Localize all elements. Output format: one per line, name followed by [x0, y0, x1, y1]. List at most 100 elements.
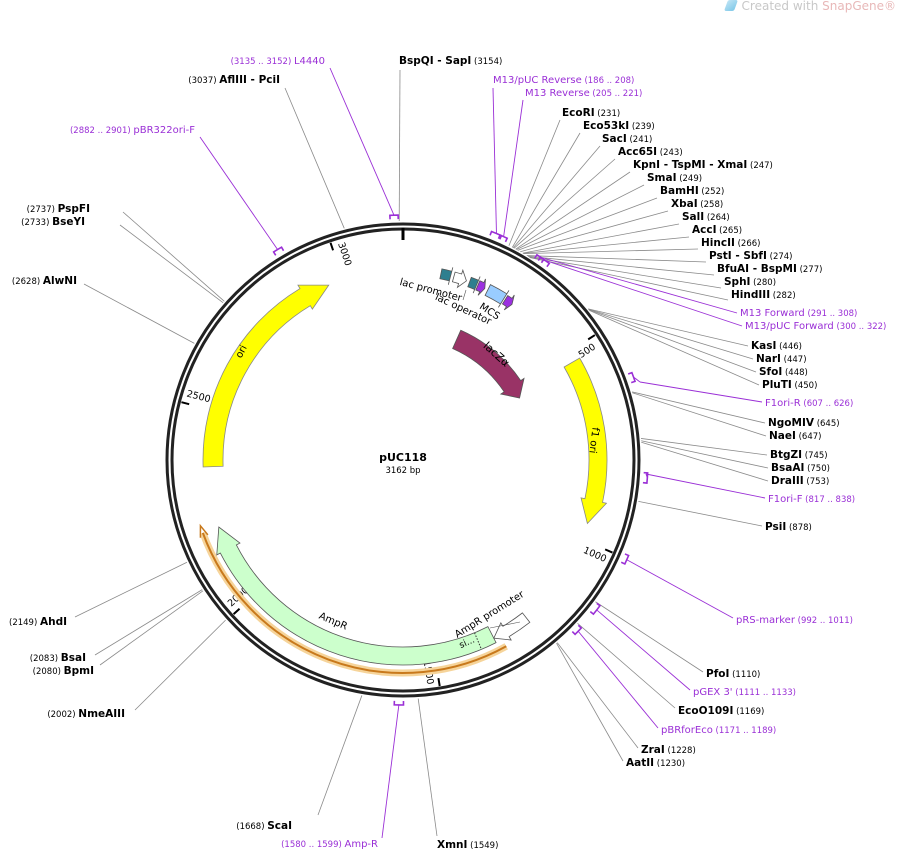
enzyme-name: XmnI [437, 839, 467, 851]
enzyme-site-label[interactable]: (2083) BsaI [30, 652, 86, 664]
enzyme-site-label[interactable]: Acc65I (243) [618, 146, 683, 158]
enzyme-site-label[interactable]: KpnI - TspMI - XmaI (247) [633, 159, 773, 171]
enzyme-position: (645) [814, 419, 840, 429]
enzyme-name: AccI [692, 224, 716, 236]
enzyme-position: (1110) [729, 670, 760, 680]
enzyme-site-label[interactable]: BfuAI - BspMI (277) [717, 263, 822, 275]
enzyme-site-leader [513, 158, 616, 249]
enzyme-site-leader [588, 309, 757, 373]
enzyme-name: SfoI [759, 366, 782, 378]
primer-name: pRS-marker [736, 615, 796, 626]
enzyme-site-label[interactable]: EcoRI (231) [562, 107, 620, 119]
primer-label[interactable]: (3135 .. 3152) L4440 [231, 56, 325, 67]
enzyme-site-label[interactable]: EcoO109I (1169) [678, 705, 764, 717]
enzyme-site-leader [589, 309, 760, 386]
enzyme-position: (878) [786, 523, 812, 533]
enzyme-position: (1230) [654, 759, 685, 769]
primer-range: (1580 .. 1599) [281, 840, 344, 850]
enzyme-site-label[interactable]: XmnI (1549) [437, 839, 498, 851]
ampr-promoter-feature [493, 612, 531, 641]
enzyme-position: (2733) [21, 218, 52, 228]
enzyme-site-label[interactable]: SmaI (249) [647, 172, 702, 184]
enzyme-site-label[interactable]: PsiI (878) [765, 521, 812, 533]
enzyme-site-leader [522, 223, 680, 254]
enzyme-site-leader [317, 695, 363, 816]
enzyme-site-label[interactable]: BspQI - SapI (3154) [399, 55, 502, 67]
enzyme-site-label[interactable]: AccI (265) [692, 224, 742, 236]
enzyme-name: Acc65I [618, 146, 657, 158]
enzyme-site-leader [523, 248, 699, 255]
primer-label[interactable]: F1ori-R (607 .. 626) [765, 398, 853, 409]
enzyme-site-label[interactable]: NarI (447) [756, 353, 807, 365]
enzyme-name: NgoMIV [768, 417, 815, 429]
primer-label[interactable]: M13/pUC Reverse (186 .. 208) [493, 75, 634, 86]
enzyme-position: (446) [776, 342, 802, 352]
enzyme-position: (450) [792, 381, 818, 391]
enzyme-site-label[interactable]: (1668) ScaI [236, 820, 292, 832]
enzyme-site-label[interactable]: (2737) PspFI [27, 203, 90, 215]
enzyme-name: BpmI [64, 665, 94, 677]
enzyme-site-label[interactable]: BtgZI (745) [770, 449, 828, 461]
enzyme-name: NmeAIII [78, 708, 125, 720]
enzyme-site-label[interactable]: PluTI (450) [762, 379, 817, 391]
enzyme-site-label[interactable]: SfoI (448) [759, 366, 808, 378]
primer-leader [199, 136, 278, 250]
primer-range: (1171 .. 1189) [713, 726, 776, 736]
primer-name: L4440 [294, 56, 325, 67]
primer-label[interactable]: M13/pUC Forward (300 .. 322) [745, 321, 886, 332]
primer-label[interactable]: M13 Forward (291 .. 308) [740, 308, 857, 319]
primer-label[interactable]: (2882 .. 2901) pBR322ori-F [70, 125, 195, 136]
enzyme-site-label[interactable]: HindIII (282) [731, 289, 796, 301]
enzyme-position: (252) [699, 187, 725, 197]
ori-feature [202, 284, 330, 468]
enzyme-site-label[interactable]: KasI (446) [751, 340, 802, 352]
enzyme-site-label[interactable]: SphI (280) [724, 276, 776, 288]
enzyme-site-label[interactable]: Eco53kI (239) [583, 120, 655, 132]
enzyme-site-label[interactable]: (3037) AflIII - PciI [188, 74, 280, 86]
enzyme-site-leader [119, 224, 224, 304]
enzyme-site-label[interactable]: (2149) AhdI [9, 616, 67, 628]
enzyme-site-label[interactable]: NaeI (647) [769, 430, 821, 442]
enzyme-site-label[interactable]: AatII (1230) [626, 757, 685, 769]
enzyme-position: (2083) [30, 654, 61, 664]
primer-label[interactable]: pRS-marker (992 .. 1011) [736, 615, 853, 626]
enzyme-site-label[interactable]: PfoI (1110) [706, 668, 760, 680]
enzyme-site-label[interactable]: XbaI (258) [671, 198, 723, 210]
primer-label[interactable]: pBRforEco (1171 .. 1189) [661, 725, 776, 736]
tick-mark [437, 677, 441, 687]
enzyme-position: (3154) [471, 57, 502, 67]
enzyme-site-label[interactable]: (2002) NmeAIII [47, 708, 125, 720]
enzyme-site-label[interactable]: PstI - SbfI (274) [709, 250, 792, 262]
enzyme-position: (3037) [188, 76, 219, 86]
enzyme-name: PsiI [765, 521, 786, 533]
enzyme-position: (258) [698, 200, 724, 210]
enzyme-position: (249) [677, 174, 703, 184]
tick-label: 1000 [581, 545, 608, 565]
enzyme-position: (239) [629, 122, 655, 132]
primer-label[interactable]: M13 Reverse (205 .. 221) [525, 88, 642, 99]
enzyme-site-leader [527, 255, 715, 276]
primer-binding-mark [537, 256, 551, 268]
enzyme-site-label[interactable]: NgoMIV (645) [768, 417, 840, 429]
enzyme-site-label[interactable]: SacI (241) [602, 133, 652, 145]
enzyme-site-label[interactable]: (2080) BpmI [33, 665, 94, 677]
enzyme-site-label[interactable]: SalI (264) [682, 211, 730, 223]
enzyme-site-label[interactable]: BsaAI (750) [771, 462, 830, 474]
primer-label[interactable]: F1ori-F (817 .. 838) [768, 494, 855, 505]
enzyme-site-label[interactable]: DraIII (753) [771, 475, 829, 487]
enzyme-site-label[interactable]: BamHI (252) [660, 185, 724, 197]
lac-operator-leader [462, 289, 467, 301]
enzyme-name: NaeI [769, 430, 796, 442]
enzyme-site-label[interactable]: HincII (266) [701, 237, 760, 249]
tick-mark [329, 242, 335, 251]
enzyme-position: (753) [804, 477, 830, 487]
enzyme-site-label[interactable]: (2628) AlwNI [12, 275, 77, 287]
enzyme-site-label[interactable]: (2733) BseYI [21, 216, 85, 228]
primer-range: (205 .. 221) [590, 89, 643, 99]
plasmid-name: pUC118 [379, 451, 427, 464]
enzyme-site-label[interactable]: ZraI (1228) [641, 744, 696, 756]
enzyme-name: KasI [751, 340, 776, 352]
primer-label[interactable]: pGEX 3' (1111 .. 1133) [693, 687, 796, 698]
primer-leader [381, 704, 400, 839]
primer-label[interactable]: (1580 .. 1599) Amp-R [281, 839, 378, 850]
